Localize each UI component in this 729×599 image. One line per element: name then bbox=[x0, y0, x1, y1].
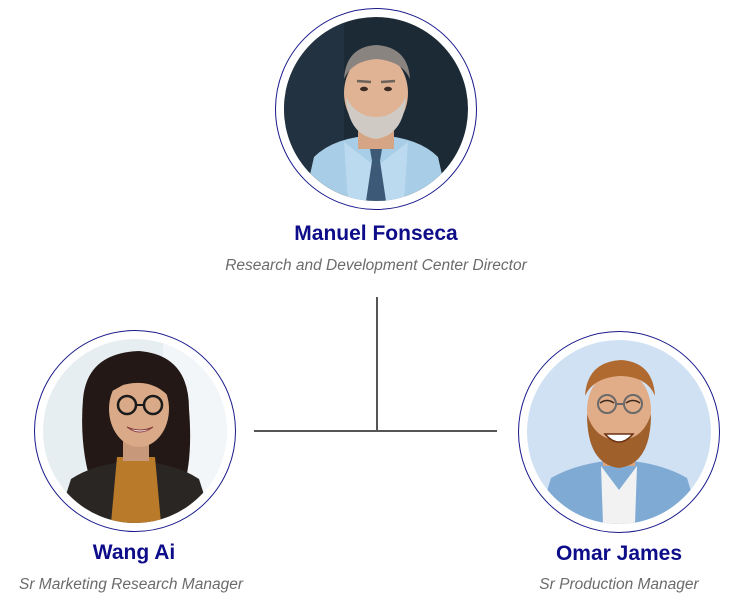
connector-vertical bbox=[376, 297, 378, 431]
man-portrait-photo bbox=[284, 17, 468, 201]
director-name: Manuel Fonseca bbox=[294, 222, 458, 245]
left-report-role: Sr Marketing Research Manager bbox=[19, 576, 243, 593]
bearded-man-portrait-photo bbox=[527, 340, 711, 524]
connector-horizontal bbox=[254, 430, 497, 432]
right-report-name: Omar James bbox=[555, 542, 683, 565]
avatar bbox=[527, 340, 711, 524]
director-role: Research and Development Center Director bbox=[225, 257, 527, 274]
right-report-role: Sr Production Manager bbox=[539, 576, 699, 593]
avatar bbox=[284, 17, 468, 201]
left-report-name: Wang Ai bbox=[92, 541, 176, 564]
avatar bbox=[43, 339, 227, 523]
woman-portrait-photo bbox=[43, 339, 227, 523]
